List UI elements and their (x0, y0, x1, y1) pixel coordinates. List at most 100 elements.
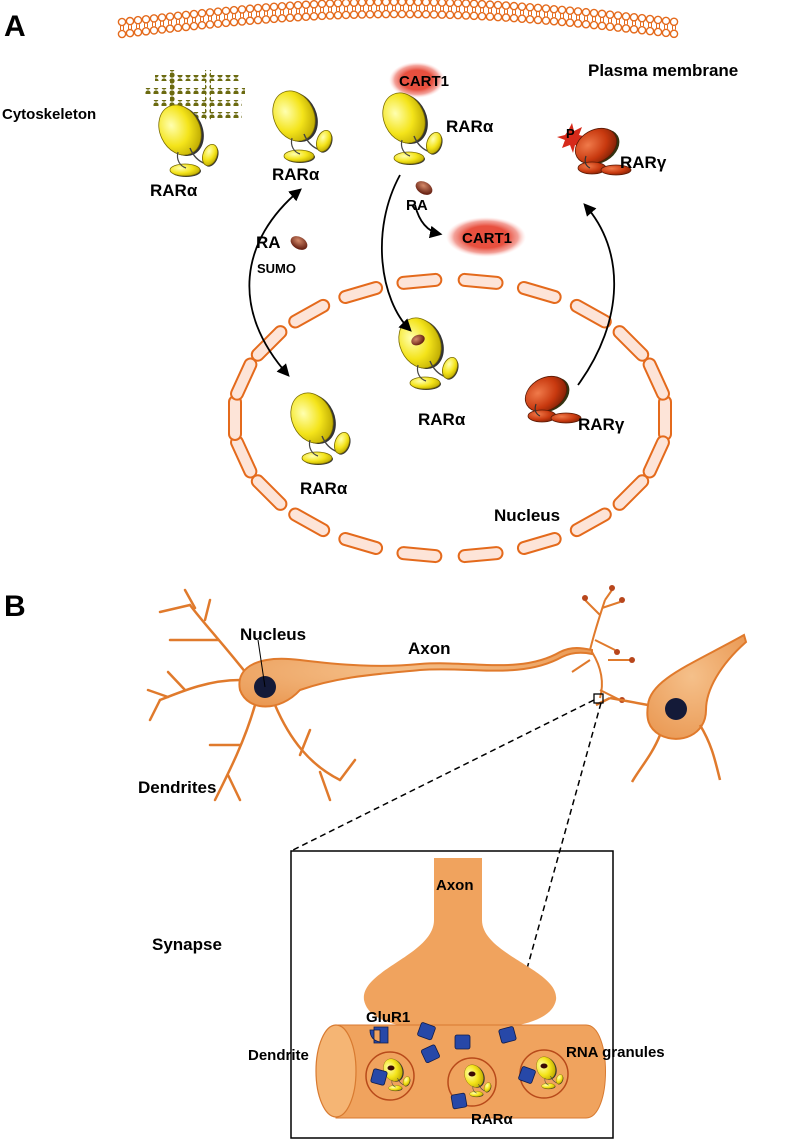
lipid-tail (120, 26, 124, 30)
nuclear-envelope-segment (457, 546, 504, 564)
lipid-head (469, 11, 479, 21)
lipid-head (229, 17, 239, 27)
lipid-head (661, 16, 671, 26)
lipid-tail (568, 14, 572, 19)
lipid-tail (496, 9, 500, 14)
lipid-head (629, 24, 639, 34)
nuclear-envelope-segment (338, 532, 384, 555)
lipid-tail (288, 9, 292, 14)
lipid-head (501, 1, 511, 10)
lipid-head (381, 9, 391, 19)
lipid-head (525, 14, 535, 24)
lipid-tail (304, 8, 308, 13)
glur1-receptors (369, 1022, 536, 1110)
lipid-head (413, 0, 423, 7)
lipid-head (445, 10, 455, 20)
lipid-head (469, 0, 479, 9)
lipid-tail (488, 8, 492, 13)
lipid-tail (640, 22, 644, 27)
rar-alpha-cart1-complex (374, 85, 447, 166)
rar-alpha-free (264, 83, 337, 164)
lipid-head (205, 8, 215, 17)
lipid-head (613, 23, 623, 32)
lipid-head (453, 0, 463, 8)
lipid-head (117, 17, 127, 27)
lipid-head (541, 16, 551, 25)
lipid-head (637, 25, 647, 35)
plasma-membrane-label: Plasma membrane (588, 61, 738, 80)
lipid-head (365, 0, 375, 7)
synapse-label: Synapse (152, 935, 222, 954)
axon-terminal-boutons (582, 585, 635, 703)
lipid-tail (464, 7, 468, 12)
nuclear-envelope-segment (612, 325, 650, 362)
lipid-head (461, 0, 471, 8)
ra-molecule-bound (411, 334, 425, 346)
lipid-head (237, 5, 247, 14)
lipid-head (549, 4, 559, 14)
lipid-head (213, 19, 223, 28)
lipid-tail (512, 10, 516, 15)
lipid-tail (440, 6, 444, 11)
synapse-axon-label: Axon (436, 877, 474, 894)
lipid-head (517, 14, 527, 23)
lipid-tail (624, 20, 628, 25)
lipid-head (149, 26, 159, 35)
panel-a-letter: A (4, 10, 26, 43)
lipid-tail (384, 6, 388, 11)
lipid-head (173, 23, 183, 33)
lipid-tail (232, 14, 236, 19)
lipid-head (501, 13, 511, 22)
lipid-head (133, 15, 143, 25)
lipid-head (229, 5, 239, 15)
right-neuron-nucleus (665, 698, 687, 720)
lipid-head (645, 14, 655, 24)
nuclear-envelope-segment (642, 435, 670, 479)
rar-alpha-label-5: RARα (300, 479, 348, 498)
lipid-head (277, 13, 287, 23)
cart1-label-1: CART1 (399, 73, 449, 90)
lipid-head (533, 15, 543, 25)
lipid-tail (224, 14, 228, 19)
lipid-tail (192, 18, 196, 23)
lipid-head (341, 0, 351, 8)
lipid-head (189, 21, 199, 31)
lipid-head (181, 22, 191, 32)
lipid-tail (448, 6, 452, 11)
right-neuron-body (646, 633, 748, 740)
lipid-head (349, 0, 359, 7)
lipid-head (397, 0, 407, 7)
nuclear-envelope-segment (250, 474, 288, 511)
lipid-tail (136, 24, 140, 29)
cytoskeleton-label: Cytoskeleton (2, 106, 96, 123)
lipid-head (613, 11, 623, 20)
lipid-head (357, 10, 367, 19)
lipid-tail (560, 13, 564, 18)
lipid-tail (456, 7, 460, 12)
nuclear-envelope-segment (288, 298, 331, 329)
rar-alpha-label-1: RARα (150, 181, 198, 200)
lipid-tail (248, 12, 252, 17)
lipid-head (373, 9, 383, 19)
lipid-head (205, 20, 215, 29)
lipid-tail (216, 15, 220, 20)
nuclear-envelope-segment (642, 357, 670, 401)
sumo-label: SUMO (257, 261, 296, 276)
lipid-head (285, 1, 295, 11)
lipid-head (533, 3, 543, 13)
rar-alpha-label-4: RARα (418, 410, 466, 429)
lipid-tail (264, 11, 268, 16)
lipid-head (581, 19, 591, 29)
lipid-head (429, 0, 439, 7)
lipid-head (485, 0, 495, 9)
lipid-head (245, 16, 255, 26)
lipid-tail (480, 8, 484, 13)
lipid-head (589, 8, 599, 18)
presynaptic-terminal (363, 858, 557, 1030)
lipid-tail (424, 6, 428, 11)
lipid-head (141, 26, 151, 36)
lipid-head (349, 10, 359, 19)
dendrite-label: Dendrite (248, 1047, 309, 1064)
lipid-head (293, 0, 303, 10)
lipid-tail (648, 23, 652, 28)
